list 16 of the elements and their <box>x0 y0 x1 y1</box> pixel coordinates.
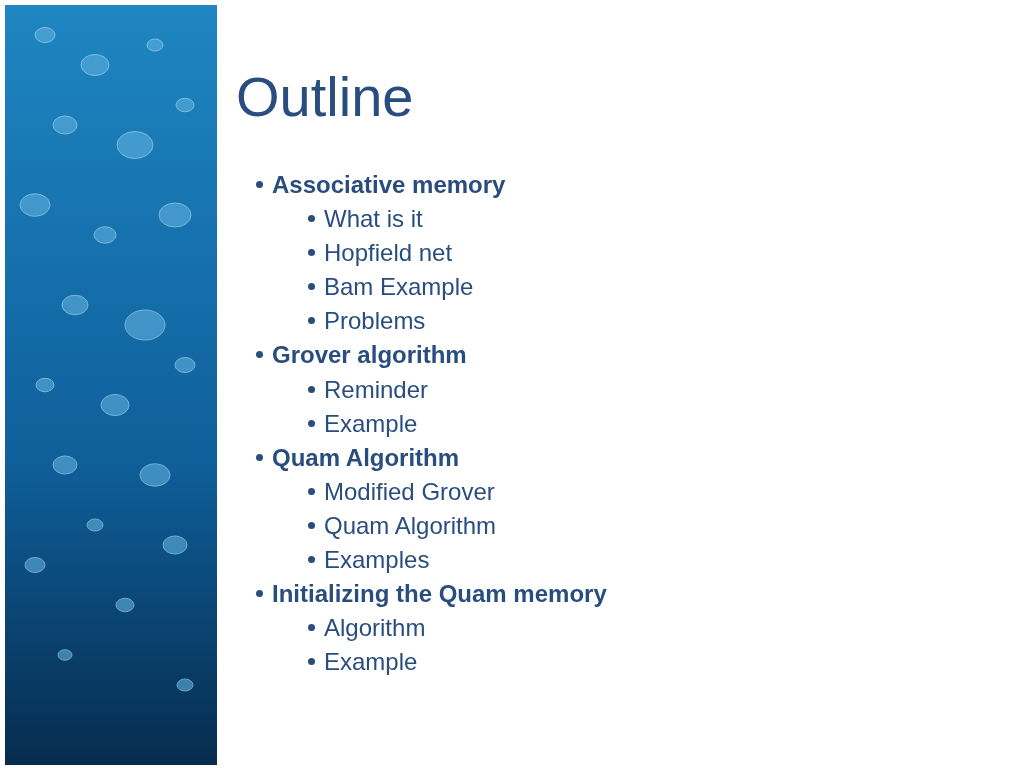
outline-item: Algorithm <box>324 614 426 643</box>
outline-item: Grover algorithm <box>272 341 467 370</box>
slide-title: Outline <box>236 64 414 130</box>
outline-item: Example <box>324 409 418 438</box>
outline-item: Modified Grover <box>324 477 495 506</box>
outline-item: What is it <box>324 205 423 234</box>
outline-item: Associative memory <box>272 171 506 199</box>
outline-item: Problems <box>324 307 426 336</box>
outline-item: Bam Example <box>324 273 474 302</box>
outline-item: Quam Algorithm <box>324 511 497 540</box>
outline-item: Initializing the Quam memory <box>272 580 607 609</box>
outline-item: Quam Algorithm <box>272 443 460 472</box>
outline-item: Reminder <box>324 375 429 404</box>
outline-item: Example <box>324 648 418 677</box>
outline-item: Hopfield net <box>324 239 453 268</box>
outline-item: Examples <box>324 546 430 575</box>
